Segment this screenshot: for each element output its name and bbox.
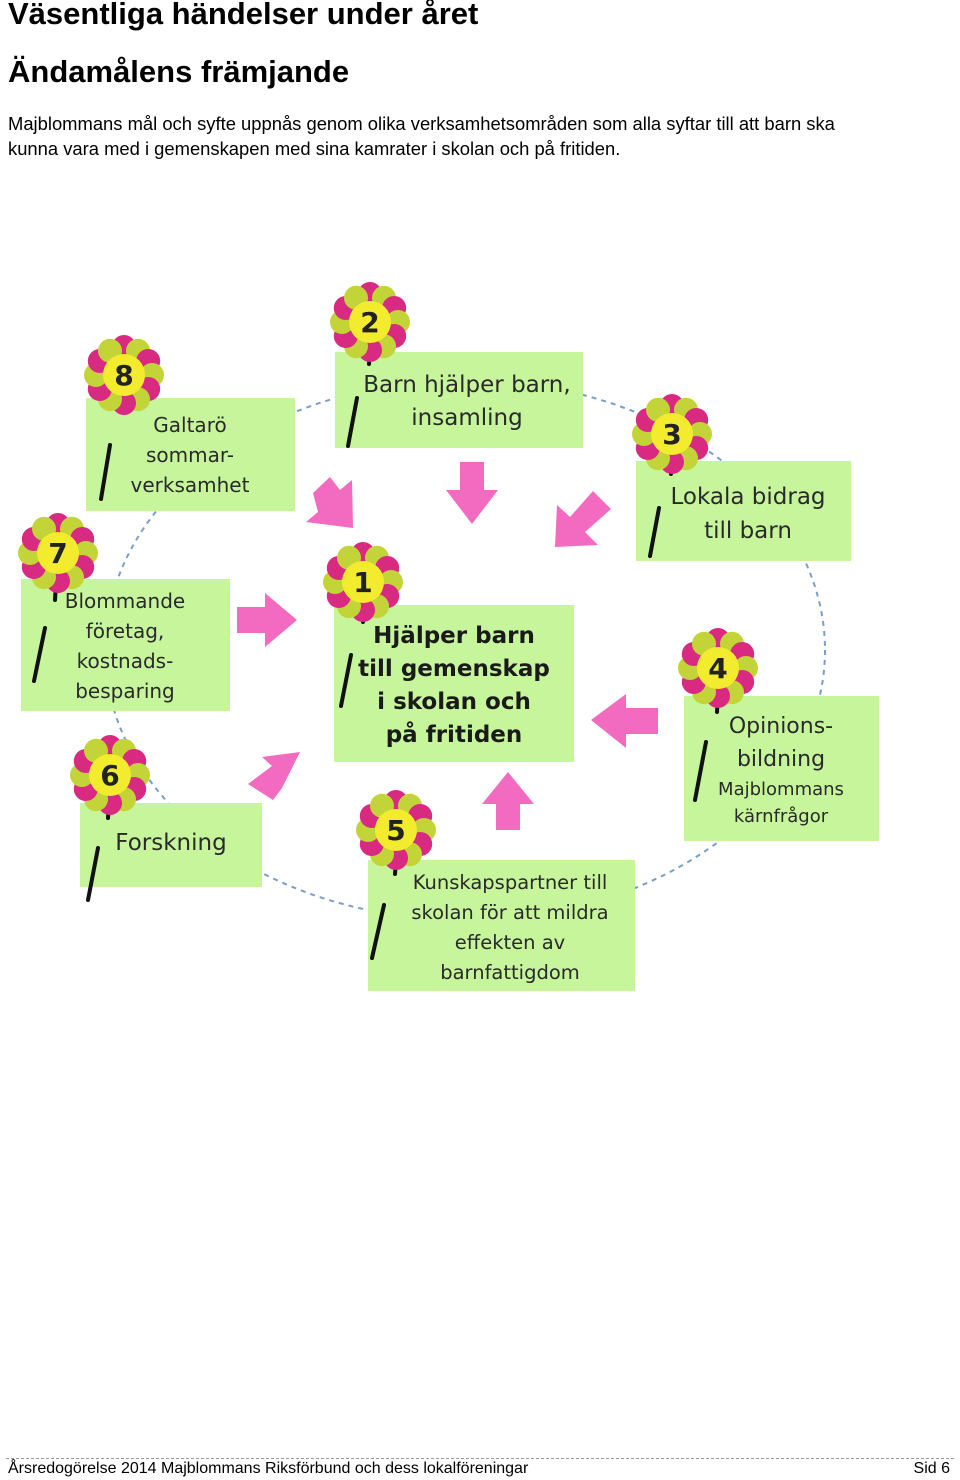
flower-8: 8 [84,335,164,415]
flower-number-6: 6 [100,759,119,792]
flower-center [89,754,131,796]
card-5-line-2: skolan för att mildra [411,901,608,924]
flower-3: 3 [632,394,712,474]
card-5-line-3: effekten av [455,931,565,954]
card-8-line-1: Galtarö [153,413,226,437]
flower-center [697,647,739,689]
card-1-line-2: till gemenskap [358,656,550,682]
flower-center [103,354,145,396]
card-3-line-1: Lokala bidrag [670,484,825,510]
card-8-line-2: sommar- [146,443,234,467]
arrow-from-8 [306,477,353,528]
card-4 [684,696,879,841]
intro-paragraph: Majblommans mål och syfte uppnås genom o… [8,111,928,161]
card-4-line-1: Opinions- [729,714,833,739]
flower-stems [32,350,720,960]
flower-number-4: 4 [708,652,727,685]
flower-number-3: 3 [662,418,681,451]
flower-1: 1 [323,542,403,622]
flower-number-8: 8 [114,359,133,392]
flower-4: 4 [678,628,758,708]
card-4-line-2: bildning [737,747,825,772]
flower-number-5: 5 [386,814,405,847]
card-6-line-1: Forskning [115,830,226,856]
card-2 [335,352,583,448]
footer-divider [6,1458,954,1459]
card-1 [334,605,574,762]
card-4-subline-2: kärnfrågor [734,806,829,827]
card-8-line-3: verksamhet [131,473,250,497]
flower-number-7: 7 [48,537,67,570]
card-8 [86,398,295,511]
arrow-from-4 [591,694,658,748]
card-7-line-2: företag, [86,619,165,643]
intro-line-1: Majblommans mål och syfte uppnås genom o… [8,113,835,134]
flowers: 1 2 3 4 5 6 7 8 [18,282,758,870]
flower-7: 7 [18,513,98,593]
card-2-line-2: insamling [411,405,522,431]
page-heading: Väsentliga händelser under året [8,0,479,31]
card-1-line-3: i skolan och [377,689,531,715]
card-7-line-4: besparing [75,679,175,703]
card-2-line-1: Barn hjälper barn, [363,372,570,398]
flower-center [349,301,391,343]
card-1-line-1: Hjälper barn [373,623,535,649]
section-heading: Ändamålens främjande [8,54,350,89]
card-7-line-1: Blommande [65,589,185,613]
arrow-from-2 [446,462,498,524]
flower-6: 6 [70,735,150,815]
card-6 [80,803,262,887]
arrow-from-6 [248,752,300,800]
flower-center [651,413,693,455]
footer-document-title: Årsredogörelse 2014 Majblommans Riksförb… [8,1460,529,1477]
card-1-line-4: på fritiden [386,721,523,748]
flower-2: 2 [330,282,410,362]
card-5 [368,860,635,991]
card-3-line-2: till barn [704,518,792,544]
activity-diagram: 1 2 3 4 5 6 7 8 Hjälper barn till gemenskap i sko… [18,282,879,991]
arrow-from-3 [555,491,611,547]
card-texts: Hjälper barn till gemenskap i skolan och på… [65,372,844,984]
flower-number-1: 1 [353,566,372,599]
card-3 [636,461,851,561]
flower-center [342,561,384,603]
arrow-from-5 [482,772,534,830]
card-4-subline-1: Majblommans [718,779,844,800]
intro-line-2: kunna vara med i gemenskapen med sina ka… [8,138,621,159]
flower-center [37,532,79,574]
card-7-line-3: kostnads- [77,649,174,673]
card-5-line-1: Kunskapspartner till [413,871,608,894]
arrow-from-7 [237,593,297,647]
flower-5: 5 [356,790,436,870]
footer-page-number: Sid 6 [913,1460,950,1477]
flower-center [375,809,417,851]
card-5-line-4: barnfattigdom [440,961,580,984]
flower-number-2: 2 [360,306,379,339]
